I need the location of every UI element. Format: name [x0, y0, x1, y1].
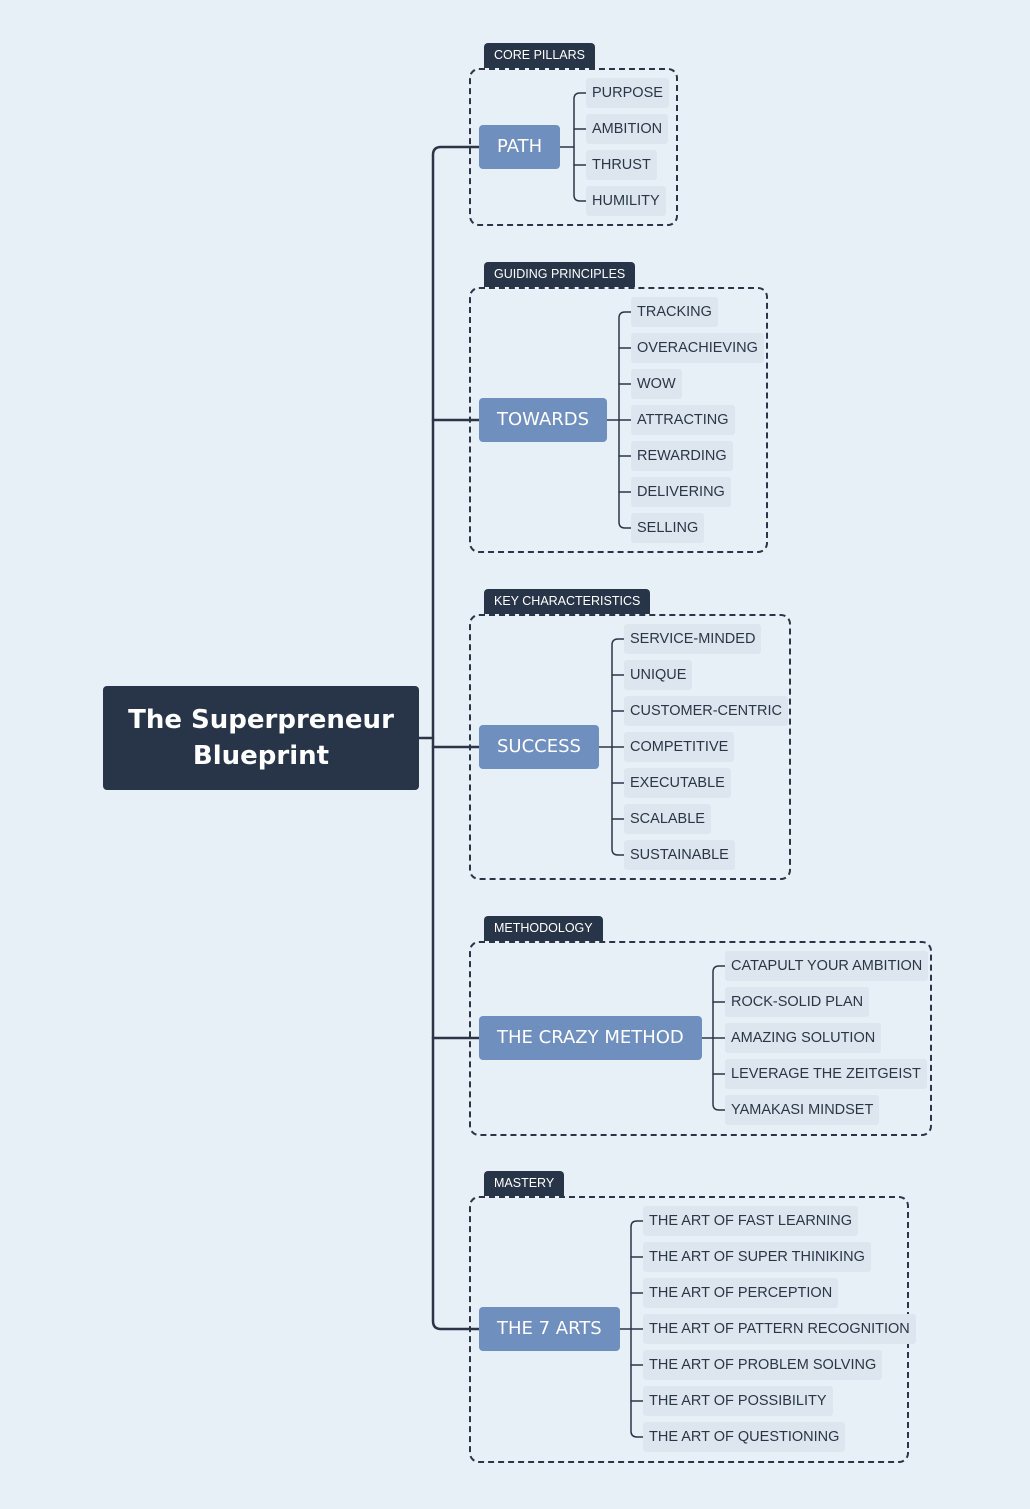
boundary-key-characteristics — [469, 614, 791, 880]
branch-the-7-arts[interactable]: THE 7 ARTS — [479, 1307, 620, 1351]
tag-key-characteristics: KEY CHARACTERISTICS — [484, 589, 651, 614]
leaf-problem-solving[interactable]: THE ART OF PROBLEM SOLVING — [643, 1350, 883, 1380]
leaf-humility[interactable]: HUMILITY — [586, 186, 666, 216]
leaf-sustainable[interactable]: SUSTAINABLE — [624, 840, 735, 870]
leaf-fast-learning[interactable]: THE ART OF FAST LEARNING — [643, 1206, 859, 1236]
leaf-customer-centric[interactable]: CUSTOMER-CENTRIC — [624, 696, 788, 726]
tag-methodology: METHODOLOGY — [484, 916, 603, 941]
leaf-attracting[interactable]: ATTRACTING — [631, 405, 735, 435]
leaf-selling[interactable]: SELLING — [631, 513, 705, 543]
leaf-amazing-solution[interactable]: AMAZING SOLUTION — [725, 1023, 882, 1053]
leaf-yamakasi-mindset[interactable]: YAMAKASI MINDSET — [725, 1095, 880, 1125]
leaf-perception[interactable]: THE ART OF PERCEPTION — [643, 1278, 839, 1308]
leaf-wow[interactable]: WOW — [631, 369, 682, 399]
leaf-thrust[interactable]: THRUST — [586, 150, 657, 180]
leaf-executable[interactable]: EXECUTABLE — [624, 768, 731, 798]
tag-mastery: MASTERY — [484, 1171, 565, 1196]
leaf-unique[interactable]: UNIQUE — [624, 660, 693, 690]
leaf-pattern-recognition[interactable]: THE ART OF PATTERN RECOGNITION — [643, 1314, 916, 1344]
leaf-questioning[interactable]: THE ART OF QUESTIONING — [643, 1422, 846, 1452]
tag-guiding-principles: GUIDING PRINCIPLES — [484, 262, 636, 287]
leaf-catapult-your-ambition[interactable]: CATAPULT YOUR AMBITION — [725, 951, 929, 981]
leaf-rewarding[interactable]: REWARDING — [631, 441, 733, 471]
boundary-guiding-principles — [469, 287, 768, 553]
leaf-competitive[interactable]: COMPETITIVE — [624, 732, 735, 762]
leaf-purpose[interactable]: PURPOSE — [586, 78, 669, 108]
root-title: The Superpreneur Blueprint — [128, 705, 394, 771]
leaf-service-minded[interactable]: SERVICE-MINDED — [624, 624, 762, 654]
boundary-methodology — [469, 941, 932, 1136]
leaf-tracking[interactable]: TRACKING — [631, 297, 718, 327]
branch-the-crazy-method[interactable]: THE CRAZY METHOD — [479, 1016, 702, 1060]
leaf-overachieving[interactable]: OVERACHIEVING — [631, 333, 764, 363]
branch-towards[interactable]: TOWARDS — [479, 398, 608, 442]
leaf-scalable[interactable]: SCALABLE — [624, 804, 711, 834]
leaf-possibility[interactable]: THE ART OF POSSIBILITY — [643, 1386, 833, 1416]
leaf-rock-solid-plan[interactable]: ROCK-SOLID PLAN — [725, 987, 870, 1017]
tag-core-pillars: CORE PILLARS — [484, 43, 596, 68]
boundary-core-pillars — [469, 68, 678, 226]
leaf-delivering[interactable]: DELIVERING — [631, 477, 731, 507]
branch-path[interactable]: PATH — [479, 125, 561, 169]
root-topic[interactable]: The Superpreneur Blueprint — [103, 686, 419, 790]
leaf-leverage-the-zeitgeist[interactable]: LEVERAGE THE ZEITGEIST — [725, 1059, 927, 1089]
leaf-ambition[interactable]: AMBITION — [586, 114, 669, 144]
leaf-super-thinking[interactable]: THE ART OF SUPER THINIKING — [643, 1242, 871, 1272]
branch-success[interactable]: SUCCESS — [479, 725, 599, 769]
